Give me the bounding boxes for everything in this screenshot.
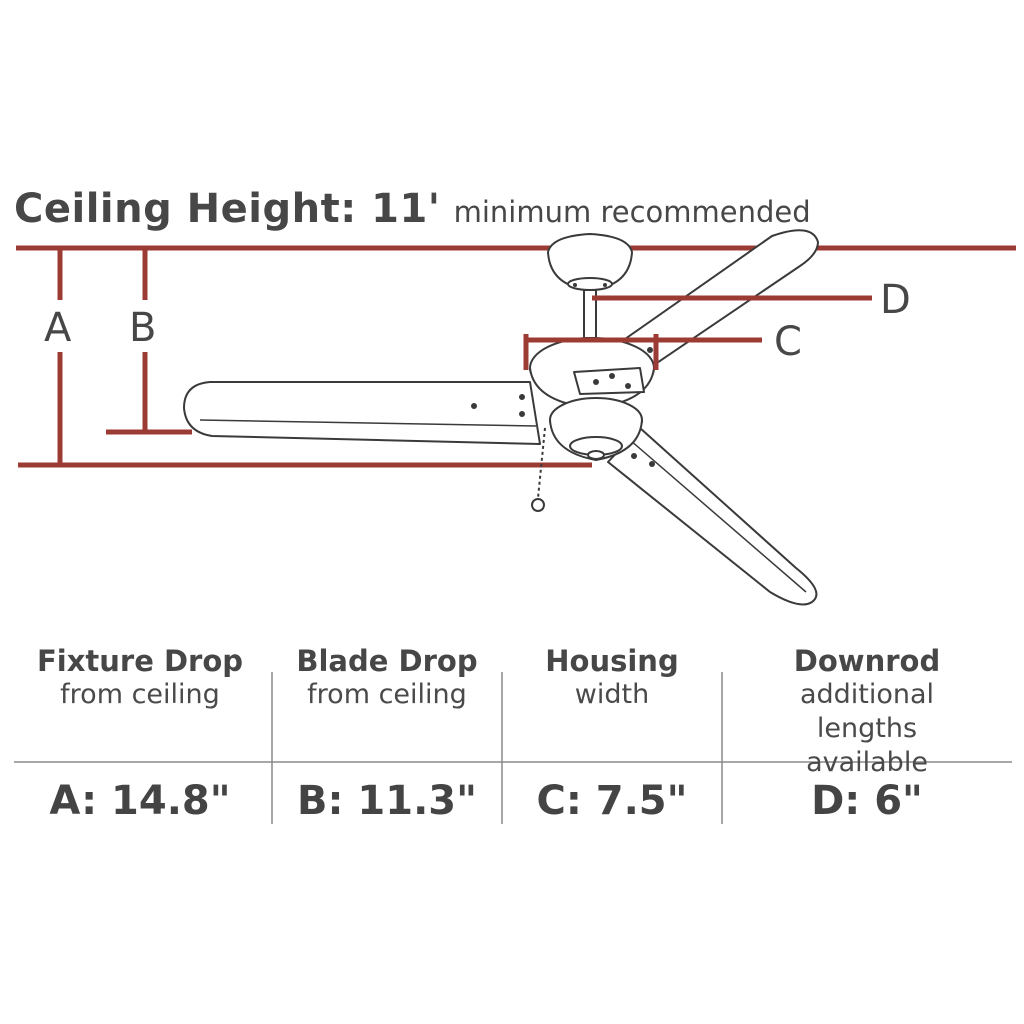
table-column-housing: Housing width [502,645,722,712]
dimension-b [106,250,192,435]
column-heading: Downrod [793,644,941,678]
fan-blade-left [183,381,541,445]
value-downrod: D: 6" [811,778,923,824]
dimension-a [18,250,592,468]
table-column-downrod: Downrod additional lengths available [722,645,1012,780]
label-a: A [44,305,72,351]
title-main: Ceiling Height: 11' [14,186,441,232]
pull-chain-knob [531,498,545,512]
column-heading: Blade Drop [296,644,478,678]
value-housing: C: 7.5" [536,778,688,824]
column-heading: Housing [545,644,679,678]
dimension-c [523,334,762,370]
column-subheading: from ceiling [307,679,467,710]
label-b: B [129,305,157,351]
value-blade-drop: B: 11.3" [297,778,477,824]
table-column-fixture-drop: Fixture Drop from ceiling [14,645,266,712]
fan-illustration [183,229,819,606]
column-heading: Fixture Drop [36,644,244,678]
column-subheading: additional lengths available [799,679,935,778]
label-c: C [774,319,802,365]
label-d: D [880,277,911,323]
ceiling-height-title: Ceiling Height: 11' minimum recommended [14,186,811,232]
column-subheading: from ceiling [60,679,220,710]
title-note: minimum recommended [453,195,811,229]
table-rules [14,672,1012,824]
column-subheading: width [574,679,650,710]
fan-blade-lower [607,427,818,606]
table-column-blade-drop: Blade Drop from ceiling [272,645,502,712]
value-fixture-drop: A: 14.8" [49,778,231,824]
